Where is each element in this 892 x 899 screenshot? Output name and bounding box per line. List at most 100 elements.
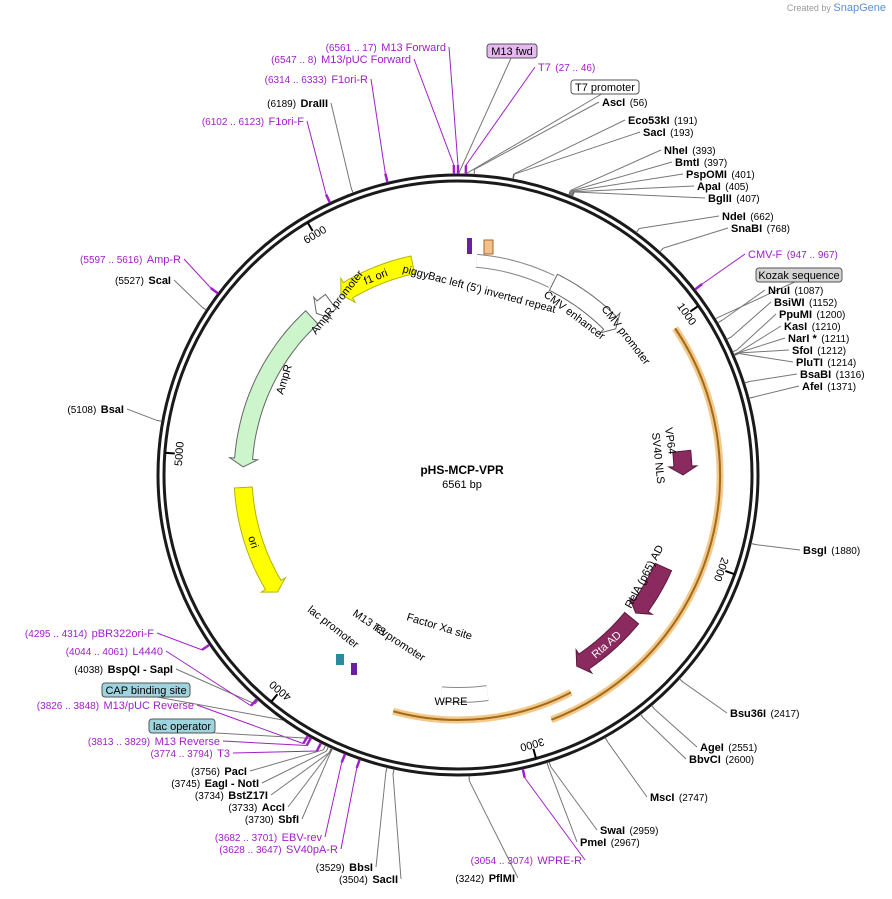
site-pspomi: PspOMI (401) xyxy=(686,165,755,182)
leader-line xyxy=(524,777,586,861)
leader-line xyxy=(738,325,782,353)
site-tick xyxy=(329,748,333,754)
tick-mark xyxy=(270,693,279,703)
box-leader xyxy=(714,279,800,320)
leader-line xyxy=(340,767,358,850)
label-position: (768) xyxy=(767,224,790,235)
leader-line xyxy=(607,741,648,798)
site-apai: ApaI (405) xyxy=(697,177,749,194)
site-tick xyxy=(635,228,640,233)
backbone-inner xyxy=(162,179,754,771)
site-tick xyxy=(325,746,329,752)
site-acci: (3733) AccI xyxy=(228,798,285,815)
site-tick xyxy=(305,737,313,747)
site-tick xyxy=(521,768,526,779)
leader-line xyxy=(173,279,203,308)
site-tick xyxy=(734,353,740,356)
site-pluti: PluTI (1214) xyxy=(796,353,856,370)
site-tick xyxy=(726,336,732,340)
label-name: SacII xyxy=(372,874,398,886)
label-position: (3774 .. 3794) xyxy=(150,749,212,760)
site-tick xyxy=(694,282,703,291)
label-name: BstZ17I xyxy=(228,790,268,802)
label-name: BspQI - SapI xyxy=(108,664,173,676)
site-bbsi: (3529) BbsI xyxy=(316,858,373,875)
site-eco53ki: Eco53kI (191) xyxy=(628,111,697,128)
leader-line xyxy=(270,752,330,796)
tick-label: 5000 xyxy=(173,441,187,466)
tick-label: 2000 xyxy=(711,556,731,583)
site-tick xyxy=(324,193,332,204)
leader-line xyxy=(175,668,256,705)
leader-line xyxy=(468,780,519,879)
label-position: (5527) xyxy=(115,276,144,287)
primer-pbr322ori-f: (4295 .. 4314) pBR322ori-F xyxy=(25,624,154,641)
label-position: (4038) xyxy=(74,665,103,676)
site-tick xyxy=(392,769,395,775)
site-tick xyxy=(570,191,574,197)
tick-mark xyxy=(724,569,736,576)
tick-mark xyxy=(689,305,700,313)
label-name: T7 xyxy=(538,62,551,74)
site-tick xyxy=(355,759,361,769)
site-sbfi: (3730) SbfI xyxy=(245,810,299,827)
label-name: BsaBI xyxy=(800,369,831,381)
site-nhei: NheI (393) xyxy=(664,141,716,158)
primer-ebv-rev: (3682 .. 3701) EBV-rev xyxy=(215,828,323,845)
label-position: (4295 .. 4314) xyxy=(25,629,87,640)
label-position: (3756) xyxy=(191,767,220,778)
t7-promoter-box xyxy=(570,79,640,95)
label-position: (3733) xyxy=(228,803,257,814)
label-name: PpuMI xyxy=(779,309,812,321)
m13-fwd-box-label: M13 fwd xyxy=(491,46,533,58)
wpre-track xyxy=(440,686,489,702)
cmv-enhancer-arrow xyxy=(548,273,621,334)
site-bspqi-sapi: (4038) BspQI - SapI xyxy=(74,660,173,677)
site-bstz17i: (3734) BstZ17I xyxy=(195,786,268,803)
leader-line xyxy=(548,767,578,843)
site-bsgi: BsgI (1880) xyxy=(803,541,860,558)
label-name: NheI xyxy=(664,145,688,157)
backbone-outer xyxy=(156,173,760,777)
kozak-sequence-box xyxy=(755,267,843,283)
leader-line xyxy=(755,544,801,551)
site-tick xyxy=(546,762,549,768)
label-position: (3734) xyxy=(195,791,224,802)
tick-mark xyxy=(164,451,175,455)
rta-ad-arrow xyxy=(575,611,640,675)
label-name: Eco53kI xyxy=(628,115,670,127)
label-position: (1212) xyxy=(817,346,846,357)
primer-m13-puc-reverse: (3826 .. 3848) M13/pUC Reverse xyxy=(37,696,194,713)
vp64-label: VP64 xyxy=(662,427,678,455)
ori-arrow xyxy=(233,486,287,593)
brand-name: SnapGene xyxy=(833,2,886,14)
leader-line xyxy=(736,313,777,351)
site-tick xyxy=(201,643,211,651)
label-name: WPRE-R xyxy=(537,855,582,867)
label-name: BbvCI xyxy=(689,754,721,766)
label-name: BsgI xyxy=(803,545,827,557)
label-name: AfeI xyxy=(802,381,823,393)
site-scai: (5527) ScaI xyxy=(115,271,171,288)
cap-binding-site-box xyxy=(101,682,191,698)
wpre-label: WPRE xyxy=(435,696,468,708)
box-leader xyxy=(457,55,513,176)
brand-prefix: Created by xyxy=(786,3,831,13)
site-bsu36i: Bsu36I (2417) xyxy=(730,704,799,721)
leader-line xyxy=(370,78,386,174)
label-position: (191) xyxy=(674,116,697,127)
site-tick xyxy=(571,191,575,197)
site-tick xyxy=(254,699,259,705)
leader-line xyxy=(465,66,536,166)
label-position: (3826 .. 3848) xyxy=(37,701,99,712)
factor-xa-label: Factor Xa site xyxy=(405,611,473,642)
ampr-arrow xyxy=(227,310,319,468)
primer-cmv-f: CMV-F (947 .. 967) xyxy=(748,245,838,262)
lac-promoter-mark xyxy=(336,654,344,665)
label-position: (3242) xyxy=(455,874,484,885)
label-position: (1200) xyxy=(816,310,845,321)
label-name: AgeI xyxy=(700,742,724,754)
site-tick xyxy=(315,742,323,752)
site-tick xyxy=(384,173,389,183)
primer-f1ori-r: (6314 .. 6333) F1ori-R xyxy=(265,70,368,87)
